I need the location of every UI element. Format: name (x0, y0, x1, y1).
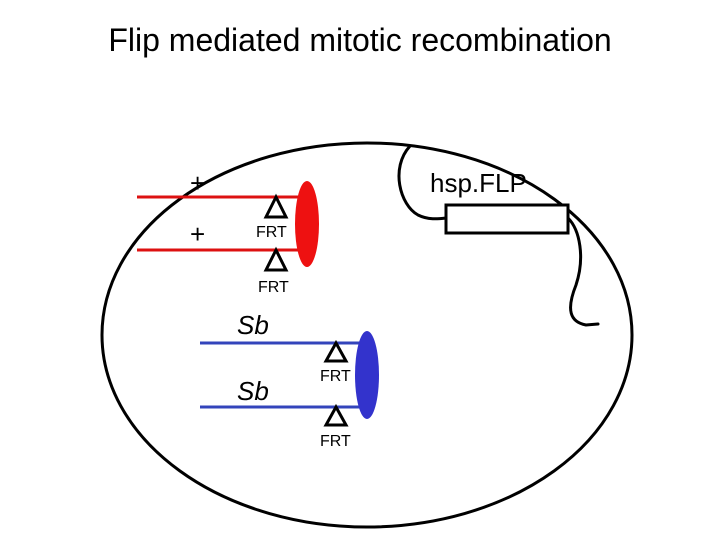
cell-outline (100, 141, 634, 529)
frt-triangle-sb-bottom (323, 403, 349, 427)
frt-label-plus-bottom: FRT (258, 279, 289, 296)
plus-centromere (295, 181, 319, 267)
sb-centromere (355, 331, 379, 419)
plus-label-bottom: + (190, 219, 205, 249)
sb-label-top: Sb (237, 310, 269, 340)
frt-label-sb-bottom: FRT (320, 433, 351, 450)
frt-label-sb-top: FRT (320, 368, 351, 385)
hsp-flp-label: hsp.FLP (430, 168, 527, 198)
frt-label-plus-top: FRT (256, 224, 287, 241)
frt-triangle-sb-top (323, 339, 349, 363)
frt-triangle-plus-top (263, 193, 289, 219)
frt-triangle-plus-bottom (263, 246, 289, 272)
plus-label-top: + (190, 168, 205, 198)
sb-label-bottom: Sb (237, 376, 269, 406)
diagram-title: Flip mediated mitotic recombination (108, 22, 612, 58)
hsp-flp-transgene-box (444, 203, 570, 235)
